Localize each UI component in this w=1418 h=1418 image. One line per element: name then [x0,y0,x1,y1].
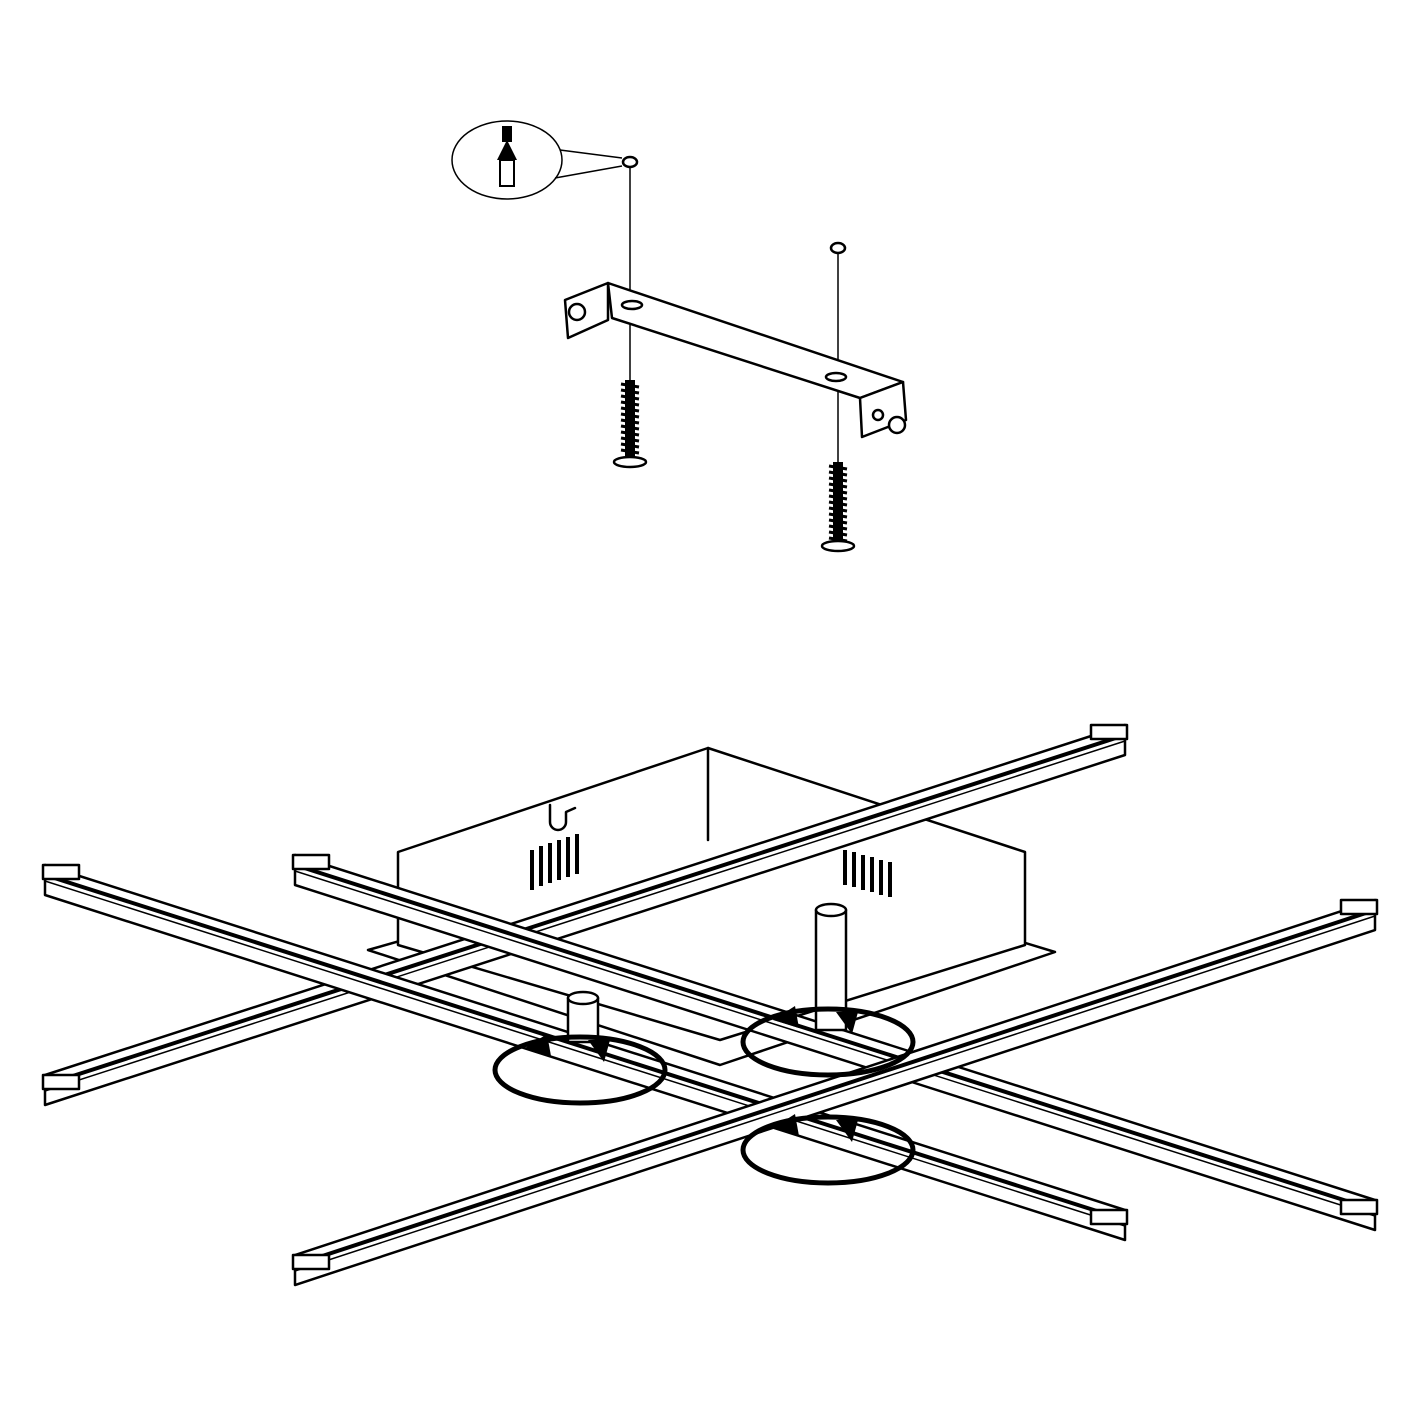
rotate-arrow-icon [492,1034,668,1106]
hole-marker-icon [829,241,847,255]
led-light-bar [291,898,1379,1287]
screw-icon [820,462,856,553]
led-light-bar [41,723,1129,1107]
wall-plug-icon [497,126,517,187]
rotate-arrow-icon [740,1006,916,1078]
led-light-bar [41,863,1129,1242]
mounting-bracket [563,281,908,439]
guide-line [629,168,839,462]
vent-slots [530,834,892,897]
led-light-bar [291,853,1379,1232]
rotate-arrow-icon [740,1114,916,1186]
screw-icon [612,380,648,469]
wall-plug-callout [451,120,623,200]
hole-marker-icon [621,155,639,169]
mounting-post [566,990,600,1044]
